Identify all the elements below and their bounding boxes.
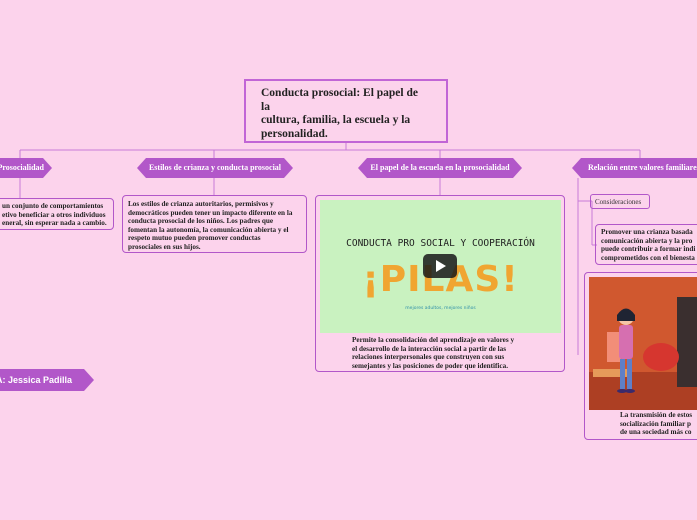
- escuela-note[interactable]: [315, 195, 565, 372]
- estilos-text-4: fomentan la autonomía, la comunicación a…: [128, 225, 289, 234]
- central-topic[interactable]: Conducta prosocial: El papel de la cultu…: [244, 79, 448, 143]
- valores-caption-1: La transmisión de estos: [620, 411, 693, 419]
- consideraciones-text-4: comprometidos con el bienesta: [601, 253, 695, 262]
- escuela-text-2: el desarrollo de la interacción social a…: [352, 344, 507, 353]
- prosocialidad-text-3: eneral, sin esperar nada a cambio.: [2, 219, 107, 228]
- author-tag[interactable]: A: Jessica Padilla: [0, 369, 94, 391]
- video-title: CONDUCTA PRO SOCIAL Y COOPERACIÓN: [346, 238, 535, 249]
- estilos-de-crianza-note[interactable]: Los estilos de crianza autoritarios, per…: [122, 195, 307, 253]
- valores-caption: La transmisión de estos socialización fa…: [620, 411, 697, 437]
- escuela-text-3: relaciones interpersonales que construye…: [352, 353, 505, 362]
- escuela-text: Permite la consolidación del aprendizaje…: [352, 336, 552, 370]
- video-tagline: mejores adultos, mejores niños: [405, 306, 476, 311]
- consideraciones-text-3: puede contribuir a formar indi: [601, 245, 696, 254]
- valores-caption-2: socialización familiar p: [620, 419, 691, 428]
- prosocialidad-text-2: etivo beneficiar a otros individuos: [2, 210, 106, 219]
- consideraciones-text-2: comunicación abierta y la pro: [601, 236, 693, 245]
- branch-valores-familiares[interactable]: Relación entre valores familiares y: [572, 158, 697, 178]
- valores-image-note[interactable]: [584, 272, 697, 440]
- consideraciones-topic[interactable]: Consideraciones: [590, 194, 650, 209]
- play-button[interactable]: [423, 254, 457, 278]
- prosocialidad-text-1: un conjunto de comportamientos: [2, 202, 104, 210]
- estilos-text-2: democráticos pueden tener un impacto dif…: [128, 208, 293, 217]
- branch-papel-de-la-escuela[interactable]: El papel de la escuela en la prosocialid…: [358, 158, 522, 178]
- prosocialidad-note[interactable]: un conjunto de comportamientos etivo ben…: [0, 198, 114, 230]
- estilos-text-1: Los estilos de crianza autoritarios, per…: [128, 200, 274, 208]
- root-title-line2: la: [261, 100, 270, 113]
- play-icon: [436, 260, 446, 272]
- root-title-line4: personalidad.: [261, 127, 328, 140]
- estilos-text-6: prosociales en sus hijos.: [128, 242, 201, 251]
- estilos-text-3: conducta prosocial de los niños. Los pad…: [128, 217, 274, 226]
- branch-estilos-de-crianza[interactable]: Estilos de crianza y conducta prosocial: [137, 158, 293, 178]
- family-scene-image: [589, 277, 697, 410]
- root-title-line3: cultura, familia, la escuela y la: [261, 114, 411, 126]
- consideraciones-text-1: Promover una crianza basada: [601, 228, 693, 236]
- video-thumbnail[interactable]: CONDUCTA PRO SOCIAL Y COOPERACIÓN ¡PILAS…: [320, 200, 561, 333]
- estilos-text-5: respeto mutuo pueden promover conductas: [128, 234, 261, 243]
- consideraciones-note[interactable]: Promover una crianza basada comunicación…: [595, 224, 697, 265]
- family-illustration: [589, 277, 697, 410]
- escuela-text-1: Permite la consolidación del aprendizaje…: [352, 336, 515, 344]
- valores-caption-3: de una sociedad más co: [620, 428, 692, 437]
- escuela-text-4: semejantes y las posiciones de poder que…: [352, 361, 508, 370]
- branch-prosocialidad[interactable]: Prosocialidad: [0, 158, 52, 178]
- root-title-line1: Conducta prosocial: El papel de: [261, 87, 418, 99]
